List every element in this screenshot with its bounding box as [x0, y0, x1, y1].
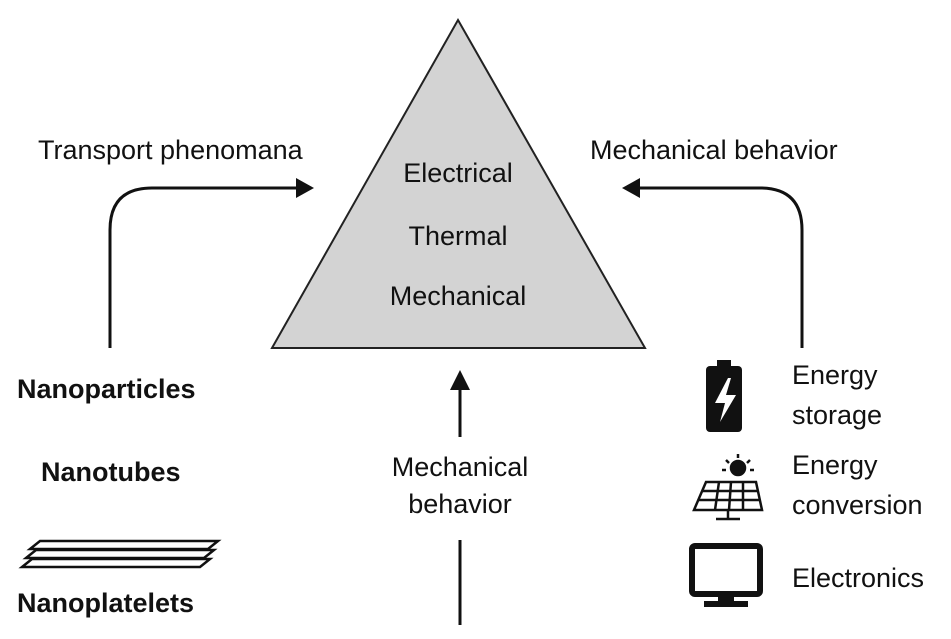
bottom-arrow-head	[450, 370, 470, 390]
energy-storage-label-line1: Energy	[792, 360, 878, 390]
energy-conversion-label-line2: conversion	[792, 490, 923, 520]
bottom-arrow-label-line2: behavior	[408, 489, 512, 519]
solar-panel-icon	[692, 454, 764, 521]
energy-storage-label-line2: storage	[792, 400, 882, 430]
monitor-icon	[689, 543, 763, 607]
bottom-arrow-label-line1: Mechanical	[392, 452, 529, 482]
material-nanotubes: Nanotubes	[41, 457, 181, 487]
right-arrow-label: Mechanical behavior	[590, 135, 838, 165]
triangle-label-thermal: Thermal	[408, 221, 507, 251]
triangle-label-electrical: Electrical	[403, 158, 513, 188]
right-curved-arrow	[640, 186, 804, 348]
triangle-label-mechanical: Mechanical	[390, 281, 527, 311]
left-arrow-label: Transport phenomana	[38, 135, 304, 165]
material-nanoplatelets: Nanoplatelets	[17, 588, 194, 618]
material-nanoparticles: Nanoparticles	[17, 374, 196, 404]
stacked-layers-icon	[18, 539, 222, 569]
right-arrow-head	[622, 178, 640, 198]
battery-icon	[706, 360, 742, 432]
energy-conversion-label-line1: Energy	[792, 450, 878, 480]
left-curved-arrow	[108, 186, 296, 348]
electronics-label: Electronics	[792, 563, 924, 593]
left-arrow-head	[296, 178, 314, 198]
properties-triangle	[270, 17, 647, 349]
